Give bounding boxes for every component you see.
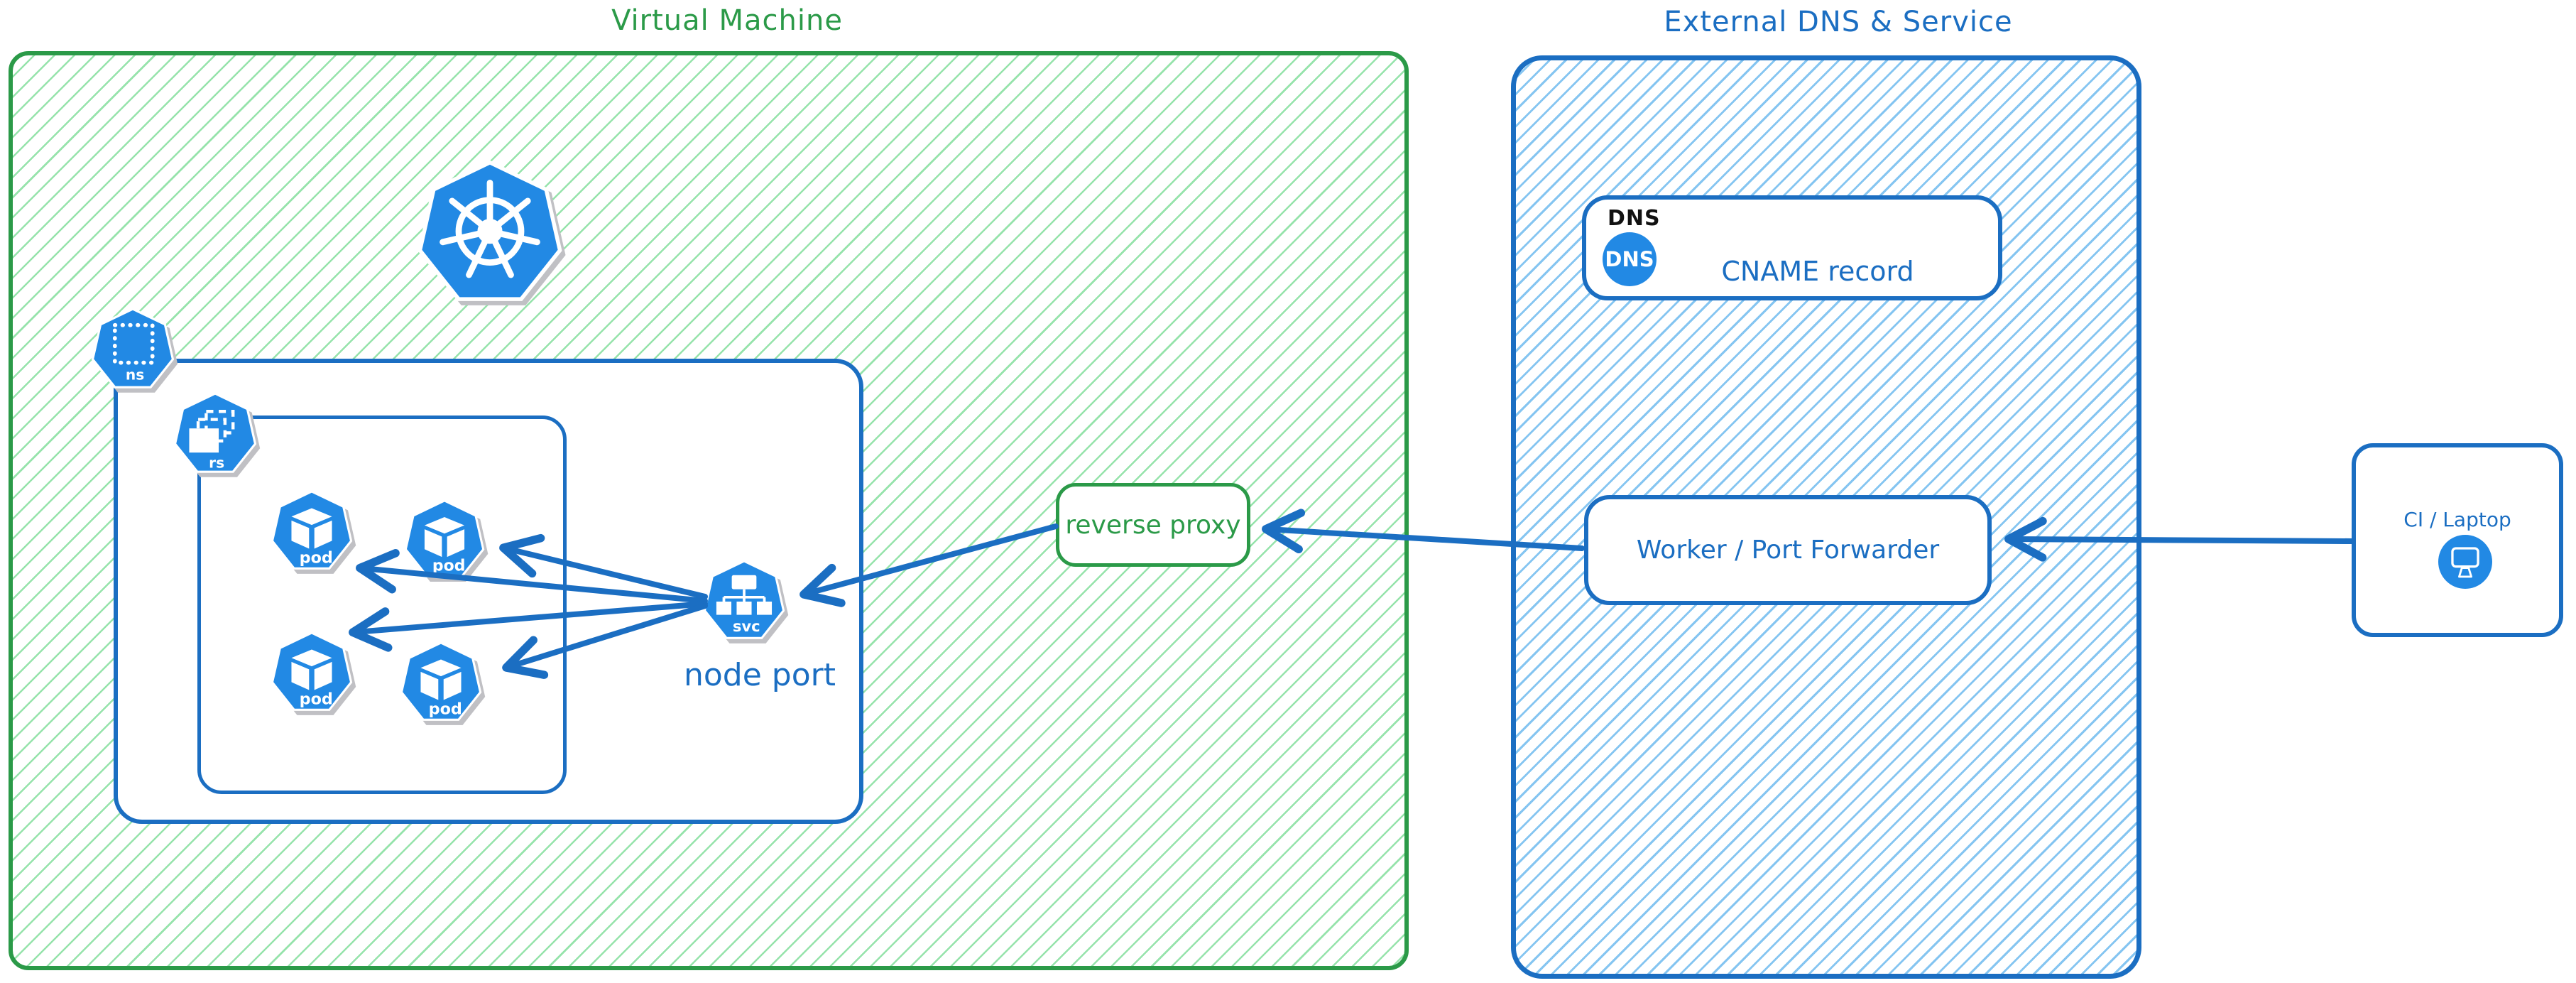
kubernetes-icon	[417, 160, 562, 301]
svg-text:svc: svc	[733, 617, 760, 635]
monitor-glyph	[2451, 547, 2479, 578]
cube-glyph	[291, 508, 332, 549]
dns-card-header: DNS	[1608, 206, 1661, 231]
svg-text:pod: pod	[429, 700, 462, 718]
cname-record-label: CNAME record	[1721, 256, 1914, 287]
worker-port-forwarder-label: Worker / Port Forwarder	[1636, 536, 1940, 565]
svg-text:ns: ns	[126, 366, 144, 384]
service-icon: svc	[703, 560, 785, 639]
namespace-icon: ns	[91, 308, 175, 389]
svg-text:rs: rs	[209, 455, 224, 472]
reverse-proxy-box: reverse proxy	[1056, 483, 1250, 567]
pod-icon: pod	[271, 490, 353, 570]
ci-laptop-label: CI / Laptop	[2403, 508, 2511, 531]
svg-text:pod: pod	[432, 558, 466, 575]
dotted-square-glyph	[112, 322, 155, 365]
worker-port-forwarder-box: Worker / Port Forwarder	[1584, 495, 1992, 605]
dns-badge-label: DNS	[1605, 247, 1654, 271]
svg-text:pod: pod	[300, 690, 333, 708]
cube-glyph	[420, 659, 462, 700]
pod-icon: pod	[404, 499, 485, 578]
svg-text:pod: pod	[300, 548, 333, 567]
laptop-icon	[2438, 535, 2492, 589]
replicaset-icon: rs	[173, 392, 257, 473]
dns-icon: DNS	[1603, 232, 1657, 286]
stacked-boxes-glyph	[189, 410, 235, 453]
tree-glyph	[716, 575, 773, 615]
pod-icon: pod	[400, 641, 482, 721]
pod-icon: pod	[271, 631, 353, 711]
virtual-machine-title: Virtual Machine	[611, 4, 843, 37]
external-dns-service-title: External DNS & Service	[1664, 6, 2013, 38]
node-port-label: node port	[684, 657, 836, 693]
cube-glyph	[291, 649, 332, 690]
reverse-proxy-label: reverse proxy	[1065, 510, 1241, 540]
